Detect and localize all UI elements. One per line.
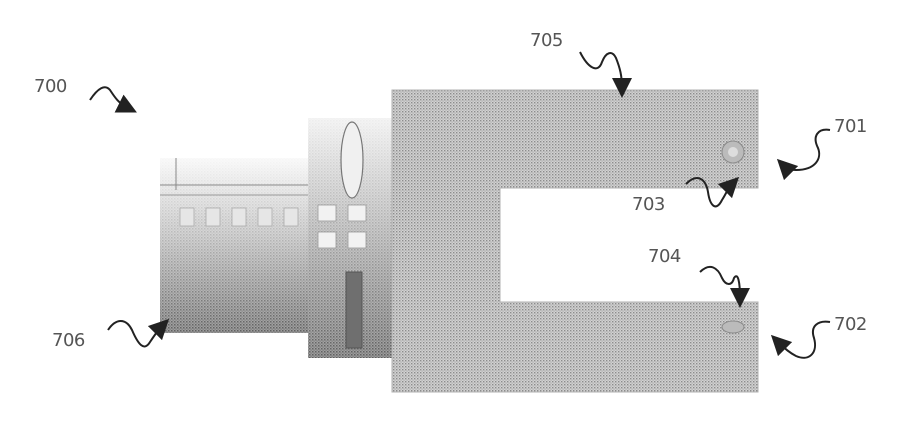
label-703: 703	[632, 194, 665, 215]
label-704: 704	[648, 246, 681, 267]
label-701: 701	[834, 116, 867, 137]
leader-704	[700, 267, 740, 298]
label-702: 702	[834, 314, 867, 335]
label-700: 700	[34, 76, 67, 97]
leader-702	[778, 322, 830, 358]
label-706: 706	[52, 330, 85, 351]
leader-700	[90, 87, 128, 108]
c-shaped-head	[392, 90, 758, 392]
leader-705	[580, 52, 622, 88]
lower-sensor-704	[722, 321, 744, 333]
leader-701	[784, 130, 830, 170]
left-body	[160, 158, 312, 333]
leader-706	[108, 321, 162, 346]
label-705: 705	[530, 30, 563, 51]
connector-block	[308, 118, 394, 358]
